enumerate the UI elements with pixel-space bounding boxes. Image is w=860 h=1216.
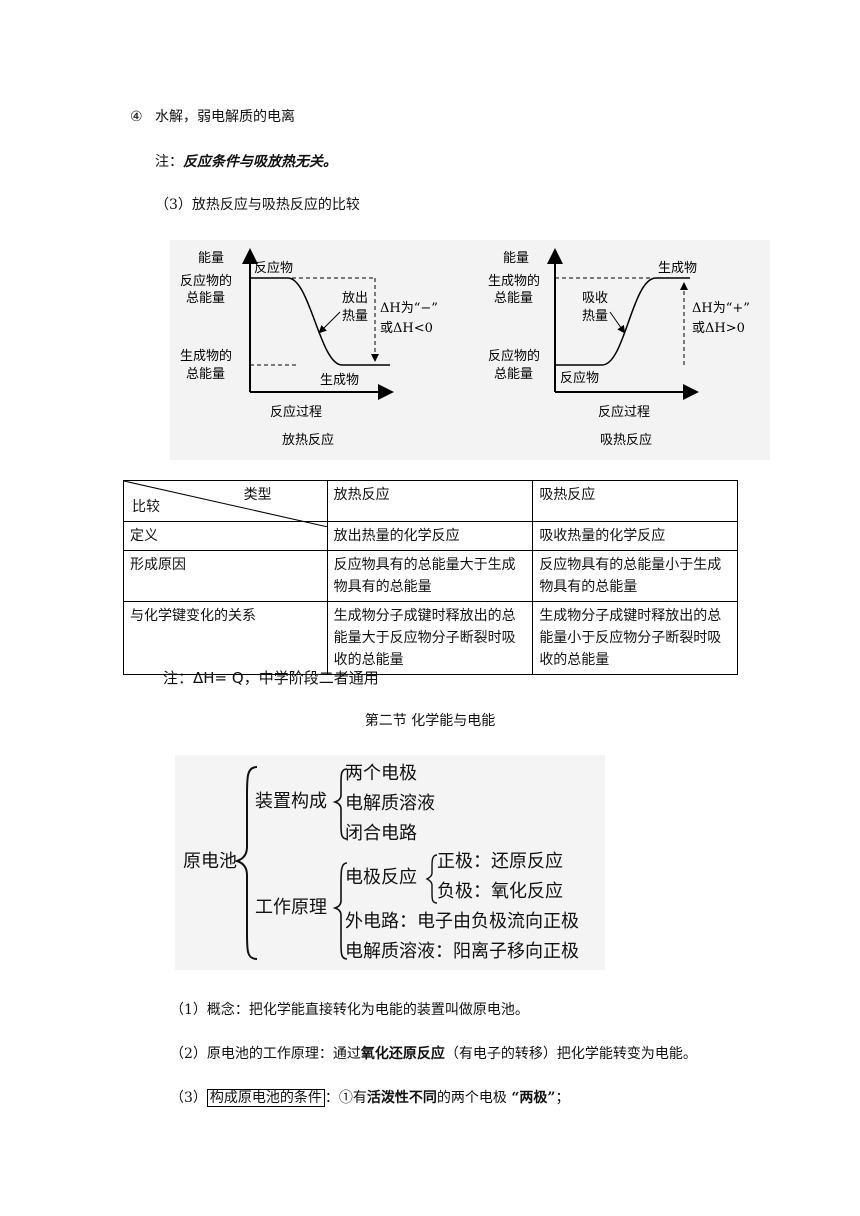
conditions-boxed: 构成原电池的条件: [206, 1089, 325, 1107]
row-endo: 反应物具有的总能量小于生成物具有的总能量: [532, 550, 738, 602]
endo-dh-2: 或ΔH>0: [692, 321, 745, 336]
exo-reactant-total-1: 反应物的: [180, 273, 232, 289]
diagonal-line: [124, 481, 328, 527]
note-dh-q: 注：ΔH= Q，中学阶段二者通用: [163, 667, 379, 688]
endo-reactant: 反应物: [560, 370, 599, 386]
principle-suffix: （有电子的转移）把化学能转变为电能。: [444, 1046, 697, 1062]
paragraph-principle: （2）原电池的工作原理：通过氧化还原反应（有电子的转移）把化学能转变为电能。: [170, 1043, 697, 1063]
exo-product-total-1: 生成物的: [180, 348, 232, 364]
hydrolysis-text: 水解，弱电解质的电离: [155, 109, 296, 125]
exo-release-1: 放出: [342, 291, 368, 306]
endo-reactant-total-2: 总能量: [494, 367, 533, 382]
hydrolysis-line: ④ 水解，弱电解质的电离: [130, 106, 295, 126]
tree-branch-structure: 装置构成: [255, 791, 327, 812]
row-exo: 反应物具有的总能量大于生成物具有的总能量: [326, 550, 534, 602]
endo-absorb-2: 热量: [582, 309, 608, 324]
galvanic-cell-tree: 原电池 装置构成 两个电极 电解质溶液 闭合电路 工作原理 电极反应 正极：还原…: [175, 755, 605, 970]
conditions-prefix: （3）: [170, 1090, 207, 1106]
tree-electrolyte-ions: 电解质溶液：阳离子移向正极: [345, 941, 579, 962]
endo-y-label: 能量: [503, 251, 529, 266]
row-exo: 放出热量的化学反应: [326, 521, 534, 551]
paragraph-concept: （1）概念：把化学能直接转化为电能的装置叫做原电池。: [170, 1002, 529, 1018]
table-row: 与化学键变化的关系 生成物分子成键时释放出的总能量大于反应物分子断裂时吸收的总能…: [123, 601, 738, 675]
note-label: 注：: [163, 669, 194, 687]
exothermic-diagram: 能量 反应物的 总能量 生成物的 总能量 反应物 生成物 放出 热量 ΔH为“−…: [180, 248, 438, 448]
tree-outer-circuit: 外电路：电子由负极流向正极: [345, 911, 579, 932]
paragraph-conditions: （3）构成原电池的条件：①有活泼性不同的两个电极 “两极”；: [170, 1087, 569, 1107]
exo-product: 生成物: [320, 373, 359, 388]
note-text: 反应条件与吸放热无关。: [183, 154, 337, 170]
row-label: 形成原因: [123, 550, 328, 602]
header-type: 类型: [243, 487, 272, 503]
table-row: 定义 放出热量的化学反应 吸收热量的化学反应: [123, 521, 738, 551]
endo-product-total-1: 生成物的: [488, 273, 540, 289]
conditions-end: ；: [555, 1090, 570, 1106]
tree-negative-electrode: 负极：氧化反应: [437, 881, 563, 902]
tree-root: 原电池: [183, 851, 237, 872]
header-exo: 放热反应: [326, 480, 534, 522]
endo-absorb-1: 吸收: [582, 291, 608, 306]
tree-positive-electrode: 正极：还原反应: [437, 851, 563, 872]
exo-dh-1: ΔH为“−”: [380, 301, 438, 316]
tree-item-electrodes: 两个电极: [345, 763, 417, 784]
exo-reactant: 反应物: [254, 260, 293, 276]
row-exo: 生成物分子成键时释放出的总能量大于反应物分子断裂时吸收的总能量: [326, 601, 534, 675]
principle-prefix: （2）原电池的工作原理：通过: [170, 1046, 361, 1062]
exo-release-2: 热量: [342, 309, 368, 324]
endo-caption: 吸热反应: [600, 432, 652, 448]
endo-x-label: 反应过程: [598, 404, 650, 420]
exo-x-label: 反应过程: [270, 404, 322, 420]
row-label: 与化学键变化的关系: [123, 601, 328, 675]
row-endo: 吸收热量的化学反应: [532, 521, 738, 551]
conditions-bold1: 活泼性不同: [366, 1090, 437, 1106]
endo-reactant-total-1: 反应物的: [488, 348, 540, 364]
header-compare: 比较: [132, 499, 160, 515]
note-label: 注：: [155, 154, 183, 170]
conditions-mid: ：①有: [324, 1090, 367, 1106]
row-endo: 生成物分子成键时释放出的总能量小于反应物分子断裂时吸收的总能量: [532, 601, 738, 675]
table-row: 形成原因 反应物具有的总能量大于生成物具有的总能量 反应物具有的总能量小于生成物…: [123, 550, 738, 602]
conditions-bold2: “两极”: [511, 1090, 556, 1106]
note-reaction-condition: 注：反应条件与吸放热无关。: [155, 151, 337, 171]
tree-item-circuit: 闭合电路: [345, 823, 417, 844]
endo-product: 生成物: [658, 261, 697, 276]
circled-number: ④: [130, 109, 143, 125]
conditions-mid2: 的两个电极: [436, 1090, 512, 1106]
principle-bold: 氧化还原反应: [360, 1046, 445, 1062]
header-endo: 吸热反应: [532, 480, 738, 522]
exo-product-total-2: 总能量: [186, 367, 225, 382]
exo-caption: 放热反应: [282, 432, 334, 448]
tree-electrode-reaction: 电极反应: [345, 867, 417, 888]
section-heading: 第二节 化学能与电能: [364, 713, 496, 729]
section-title-comparison: （3）放热反应与吸热反应的比较: [155, 197, 360, 213]
exo-y-label: 能量: [198, 251, 224, 266]
comparison-table: 类型 比较 放热反应 吸热反应 定义 放出热量的化学反应 吸收热量的化学反应 形…: [123, 480, 738, 675]
tree-branch-principle: 工作原理: [255, 897, 327, 918]
endothermic-diagram: 能量 生成物的 总能量 反应物的 总能量 生成物 反应物 吸收 热量 ΔH为“+…: [488, 248, 750, 448]
note-text: ΔH= Q，中学阶段二者通用: [193, 669, 379, 687]
diagonal-header-cell: 类型 比较: [123, 480, 328, 527]
endo-product-total-2: 总能量: [494, 291, 533, 306]
table-header-row: 类型 比较 放热反应 吸热反应: [123, 480, 738, 527]
endo-dh-1: ΔH为“+”: [692, 301, 750, 316]
tree-item-electrolyte: 电解质溶液: [345, 793, 435, 814]
exo-dh-2: 或ΔH<0: [380, 321, 433, 336]
energy-diagrams: 能量 反应物的 总能量 生成物的 总能量 反应物 生成物 放出 热量 ΔH为“−…: [170, 240, 770, 460]
exo-reactant-total-2: 总能量: [186, 291, 225, 306]
